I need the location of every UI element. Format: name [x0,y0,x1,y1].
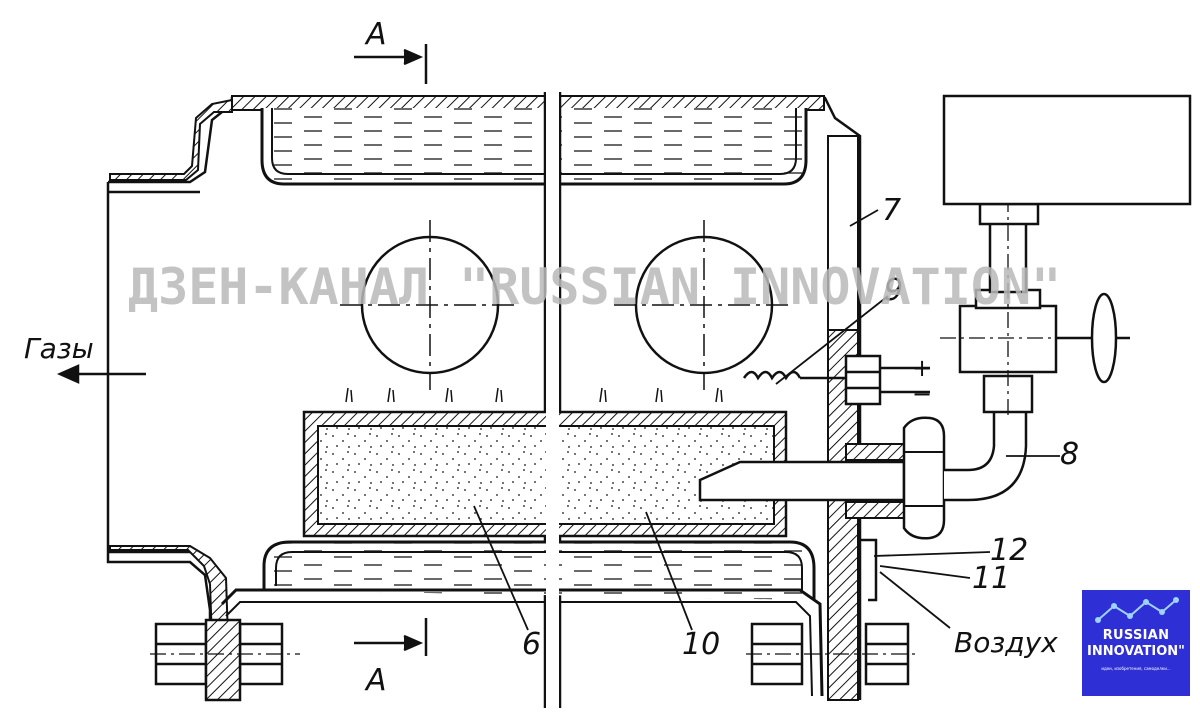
label-7: 7 [882,193,901,228]
section-mark-top [354,44,428,84]
label-8: 8 [1060,437,1079,472]
label-11: 11 [972,561,1010,596]
network-icon [1095,597,1179,623]
gases-arrow [56,364,146,384]
valve-stem [978,196,1040,420]
section-mark-bottom [354,618,428,656]
inspection-port-right [614,220,794,390]
flame-marks [345,387,723,403]
fuel-tank [942,94,1192,206]
nozzle-flange [902,416,946,540]
logo-tagline: идеи, изобретения, самоделки... [1101,666,1171,671]
electrode-plus: + [912,354,932,382]
label-10: 10 [682,627,720,662]
fuel-pipe [944,408,1028,502]
fuel-nozzle [698,460,906,502]
channel-logo: RUSSIAN INNOVATION" идеи, изобретения, с… [1082,590,1190,696]
bolt-left [150,618,300,702]
logo-line2: INNOVATION" [1087,644,1185,659]
glow-plug [742,354,930,406]
label-9: 9 [884,273,903,308]
electrode-minus: − [912,380,932,408]
label-gases: Газы [24,332,94,365]
watermark: ДЗЕН-КАНАЛ "RUSSIAN INNOVATION" [128,258,1061,316]
section-label-top: A [364,17,387,52]
bolt-right [746,622,916,686]
bottom-tank [262,540,816,600]
inspection-port-left [340,220,520,390]
label-air: Воздух [954,626,1058,659]
top-wall [231,95,825,111]
section-label-bottom: A [364,663,387,698]
label-6: 6 [522,627,541,662]
top-tank [260,108,808,186]
left-upper-wall [109,98,233,181]
bottom-wall [220,588,824,697]
label-12: 12 [990,533,1028,568]
air-intake [860,538,878,602]
logo-line1: RUSSIAN [1102,628,1170,643]
